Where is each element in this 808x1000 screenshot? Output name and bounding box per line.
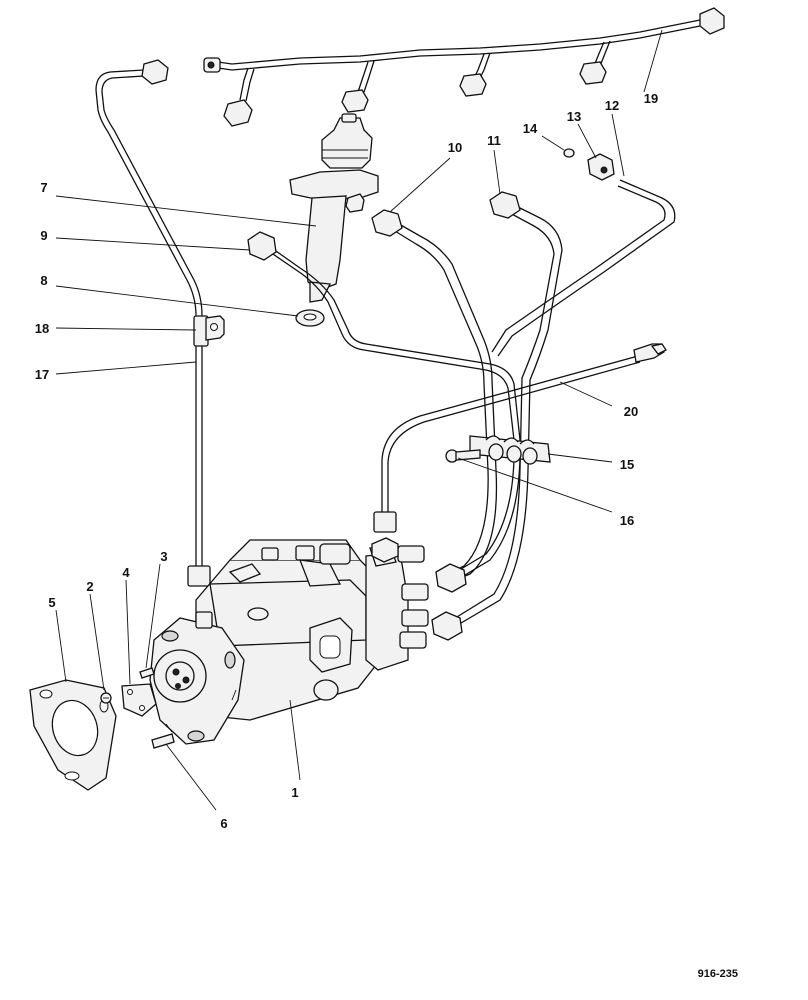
callout-16: 16 — [620, 513, 634, 528]
callout-20: 20 — [624, 404, 638, 419]
cover-plate-4 — [121, 683, 157, 717]
delivery-valve — [401, 583, 429, 601]
pipe-clamp-18 — [193, 315, 225, 347]
clamp-bolt-16 — [445, 449, 481, 463]
callout-labels: 1 2 3 4 5 6 7 8 9 10 11 12 13 14 15 16 1… — [35, 91, 658, 831]
injector-washer-8 — [295, 309, 325, 327]
pump-union-nut — [431, 611, 463, 641]
fuel-pipe-10 — [371, 209, 498, 583]
rail-nut — [341, 89, 369, 113]
fuel-pipe-9 — [247, 231, 521, 585]
injector — [289, 113, 379, 303]
pin-3 — [139, 667, 155, 679]
pump-union-nut — [435, 563, 467, 593]
fuel-pipe-12 — [491, 179, 676, 357]
rail-end-nut — [699, 7, 725, 35]
callout-5: 5 — [48, 595, 55, 610]
pipe-17-nut-bottom — [187, 565, 211, 587]
pipe-20-nut — [373, 511, 397, 533]
callout-9: 9 — [40, 228, 47, 243]
callout-8: 8 — [40, 273, 47, 288]
callout-3: 3 — [160, 549, 167, 564]
delivery-valve — [399, 631, 427, 649]
pipe-10-nut — [371, 209, 403, 237]
pump-union-nut — [371, 537, 399, 563]
callout-18: 18 — [35, 321, 49, 336]
callout-17: 17 — [35, 367, 49, 382]
delivery-valve — [397, 545, 425, 563]
callout-12: 12 — [605, 98, 619, 113]
pipe-clamp-15 — [469, 435, 551, 465]
callout-13: 13 — [567, 109, 581, 124]
callout-1: 1 — [291, 785, 298, 800]
callout-4: 4 — [122, 565, 130, 580]
bolt-2 — [100, 692, 112, 704]
rail-nut — [579, 61, 607, 85]
rail-nut — [223, 99, 253, 127]
pipe-11-nut — [489, 191, 521, 219]
pipe-17-nut-top — [141, 59, 169, 85]
callout-2: 2 — [86, 579, 93, 594]
fuel-pipe-17 — [95, 59, 211, 587]
injection-pump-body — [149, 537, 467, 745]
delivery-valve — [401, 609, 429, 627]
callout-7: 7 — [40, 180, 47, 195]
pipe-nut-13 — [587, 153, 615, 181]
callout-19: 19 — [644, 91, 658, 106]
callout-6: 6 — [220, 816, 227, 831]
mounting-gasket-5 — [29, 679, 117, 791]
pipe-9-nut — [247, 231, 277, 261]
rail-nut — [459, 73, 487, 97]
callout-15: 15 — [620, 457, 634, 472]
leader-lines — [55, 29, 663, 811]
fuel-pipe-11 — [451, 191, 563, 627]
leak-off-rail — [203, 7, 725, 127]
olive-14 — [563, 148, 575, 158]
figure-reference-code: 916-235 — [698, 968, 738, 980]
dowel-6 — [151, 733, 175, 749]
pipe-20-end-fitting — [633, 343, 667, 363]
rail-end-fitting — [203, 57, 221, 73]
callout-14: 14 — [523, 121, 538, 136]
callout-10: 10 — [448, 140, 462, 155]
callout-11: 11 — [487, 133, 501, 148]
leak-off-pipe-20 — [373, 343, 667, 533]
